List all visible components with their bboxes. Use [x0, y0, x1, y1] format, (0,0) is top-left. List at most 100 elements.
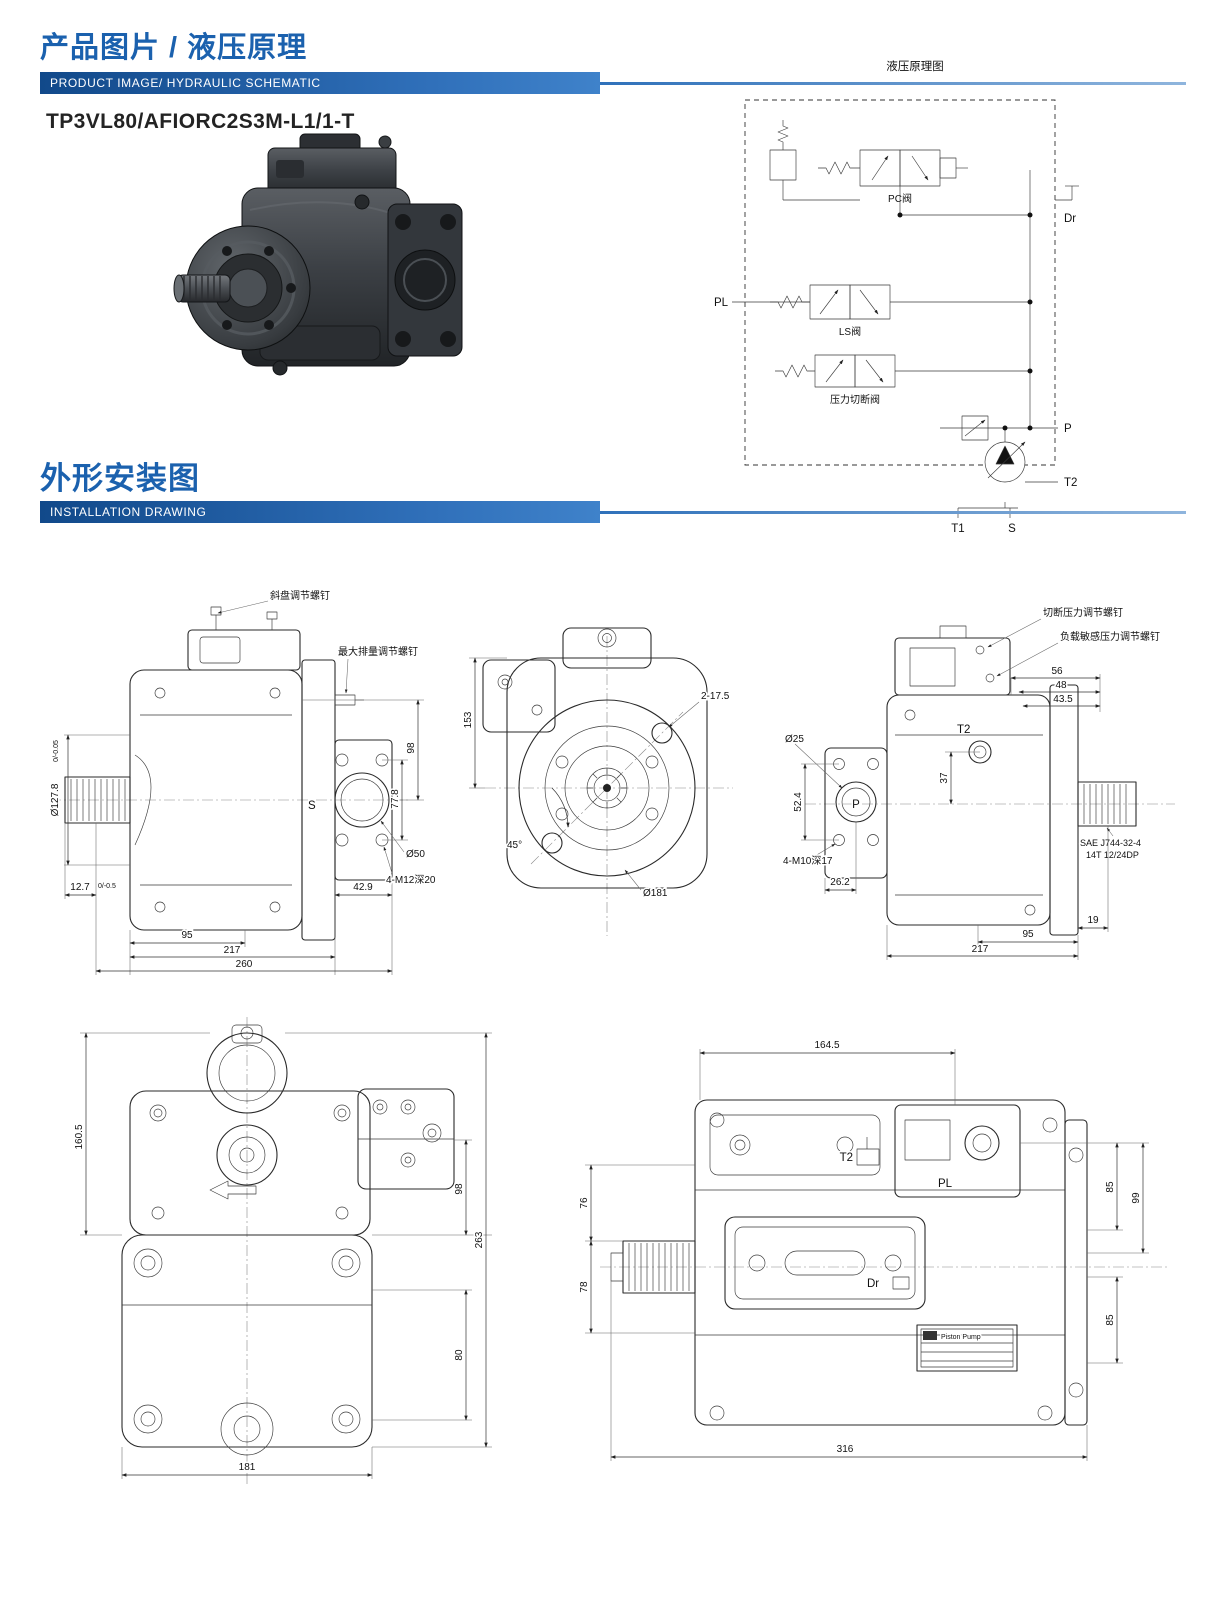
- schematic-lines: [732, 170, 1079, 518]
- dim-port-dia: Ø25: [785, 734, 804, 745]
- dim-56: 56: [1051, 666, 1063, 677]
- port-label-p: P: [1064, 423, 1072, 435]
- relief-valve-symbol: [769, 120, 860, 201]
- schematic-title: 液压原理图: [886, 59, 944, 73]
- hydraulic-schematic: 液压原理图 PC阀 LS阀: [714, 59, 1079, 535]
- dim-98: 98: [454, 1183, 465, 1195]
- section1-rule: [600, 82, 1186, 85]
- mid-housing: [724, 1216, 926, 1310]
- dim-bolts: 4-M12深20: [386, 874, 436, 886]
- rear-body: [694, 1099, 1066, 1426]
- dim-43-5: 43.5: [1053, 694, 1073, 705]
- dim-77-8: 77.8: [390, 789, 401, 809]
- front-body: [482, 627, 708, 889]
- top-boss: [206, 1024, 288, 1114]
- dim-160-5: 160.5: [74, 1124, 85, 1149]
- dim-85-lower: 85: [1105, 1314, 1116, 1326]
- port-face: [334, 739, 393, 881]
- callout-ls-screw: 负载敏感压力调节螺钉: [1060, 630, 1160, 643]
- ls-valve-label: LS阀: [839, 325, 861, 338]
- pump-body-outline: [886, 684, 1079, 936]
- dim-80: 80: [454, 1349, 465, 1361]
- dim-95: 95: [1022, 929, 1034, 940]
- port-label-t2: T2: [957, 724, 970, 736]
- section1-subtitle-bar: PRODUCT IMAGE/ HYDRAULIC SCHEMATIC: [40, 72, 600, 94]
- dimensions: 153 45° Ø181 2-17.5: [462, 657, 731, 901]
- dim-45deg: 45°: [507, 840, 522, 851]
- section2-subtitle-bar: INSTALLATION DRAWING: [40, 501, 600, 523]
- dim-316: 316: [837, 1444, 854, 1455]
- dim-85-upper: 85: [1105, 1181, 1116, 1193]
- dim-164-5: 164.5: [814, 1040, 839, 1051]
- junction-dots: [897, 212, 1033, 431]
- dimensions: 56 48 43.5 Ø25 52.4 37 26.2 4-M10深17 SAE…: [782, 665, 1143, 960]
- check-valve-symbol: [961, 415, 989, 441]
- dim-217: 217: [972, 944, 989, 955]
- dim-48: 48: [1055, 680, 1067, 691]
- dim-port-dia: Ø50: [406, 849, 425, 860]
- callout-cutoff-screw: 切断压力调节螺钉: [1043, 606, 1123, 619]
- dimensions: 164.5 76 78 85 99 85 316: [578, 1039, 1149, 1461]
- nameplate: Piston Pump: [916, 1324, 1018, 1372]
- pump-symbol: [984, 441, 1026, 483]
- view-top: 160.5 98 80 263 181: [73, 1017, 492, 1487]
- dim-52-4: 52.4: [793, 792, 804, 812]
- dim-bolts: 4-M10深17: [783, 855, 833, 867]
- dim-153: 153: [463, 711, 474, 728]
- dim-260: 260: [236, 959, 253, 970]
- right-flange: [1064, 1119, 1088, 1426]
- dim-217: 217: [224, 945, 241, 956]
- pc-valve-symbol: [818, 149, 968, 187]
- dim-78: 78: [579, 1281, 590, 1293]
- dim-19: 19: [1087, 915, 1099, 926]
- port-label-t1: T1: [951, 523, 964, 535]
- dim-pilot-dia: Ø127.8: [50, 783, 61, 816]
- cutoff-valve-label: 压力切断阀: [830, 393, 880, 406]
- dim-12-7: 12.7: [70, 882, 90, 893]
- port-label-t2: T2: [840, 1152, 853, 1164]
- spline-spec-1: SAE J744-32-4: [1080, 838, 1141, 848]
- valve-block: [894, 1104, 1021, 1198]
- dim-flange-dia: Ø181: [643, 888, 668, 899]
- dim-95: 95: [181, 930, 193, 941]
- view-front: 153 45° Ø181 2-17.5: [462, 627, 733, 936]
- dim-pilot-tol: 0/-0.05: [53, 740, 60, 762]
- schematic-boundary: [744, 99, 1056, 466]
- product-photo: [173, 133, 463, 376]
- pump-front-flange: [185, 225, 311, 351]
- product-model: TP3VL80/AFIORC2S3M-L1/1-T: [46, 110, 355, 133]
- dim-181: 181: [239, 1462, 256, 1473]
- shaft: [1077, 781, 1137, 827]
- pump-mount-flange: [387, 203, 463, 357]
- section1-subtitle: PRODUCT IMAGE/ HYDRAULIC SCHEMATIC: [50, 76, 321, 90]
- section2-rule: [600, 511, 1186, 514]
- pump-shaft: [173, 274, 231, 303]
- dr-fitting: [892, 1276, 910, 1290]
- port-label-dr: Dr: [867, 1278, 879, 1290]
- port-label-t2: T2: [1064, 477, 1077, 489]
- port-label-s: S: [308, 800, 316, 812]
- upper-body: [129, 1090, 371, 1236]
- lower-body: [121, 1234, 373, 1456]
- dim-76: 76: [579, 1197, 590, 1209]
- dim-mount-holes: 2-17.5: [701, 691, 730, 702]
- port-label-pl: PL: [938, 1178, 953, 1190]
- control-valve: [187, 606, 301, 671]
- callout-max-disp-screw: 最大排量调节螺钉: [338, 645, 418, 658]
- dim-42-9: 42.9: [353, 882, 373, 893]
- cutoff-valve-symbol: [775, 354, 896, 388]
- port-label-p: P: [852, 799, 860, 811]
- section2-subtitle: INSTALLATION DRAWING: [50, 505, 207, 519]
- port-label-dr: Dr: [1064, 213, 1076, 225]
- port-label-s: S: [1008, 523, 1016, 535]
- pump-top-valve: [267, 133, 397, 201]
- mounting-flange: [518, 699, 696, 877]
- control-valve: [894, 625, 1011, 696]
- section2-title: 外形安装图: [40, 461, 200, 496]
- port-label-pl: PL: [714, 297, 729, 309]
- shaft: [610, 1240, 696, 1294]
- nameplate-text: Piston Pump: [941, 1334, 981, 1341]
- dim-26-2: 26.2: [830, 877, 850, 888]
- view-side-right: P T2 切断压力调节螺钉 负载敏感压力调节螺钉: [782, 606, 1175, 960]
